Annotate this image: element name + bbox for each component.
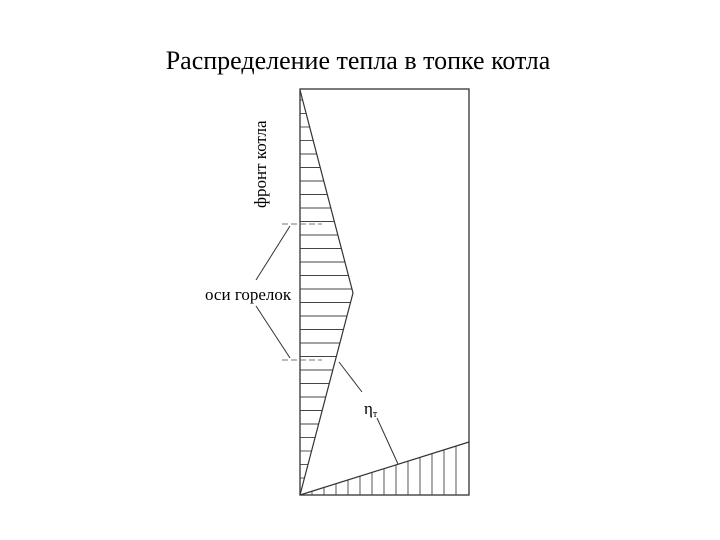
- eta-leader-lower: [376, 417, 399, 465]
- eta-symbol: η: [364, 399, 373, 418]
- bottom-profile-hatching: [311, 446, 457, 495]
- burner-axes-label: оси горелок: [205, 285, 292, 304]
- eta-label: ηт: [364, 399, 378, 420]
- front-label: фронт котла: [251, 120, 270, 208]
- furnace-outline: [299, 88, 470, 496]
- eta-leader-upper: [338, 361, 363, 393]
- leader-line-upper: [255, 225, 291, 281]
- leader-line-lower: [255, 305, 291, 359]
- bottom-profile-line: [299, 441, 470, 496]
- eta-subscript: т: [373, 409, 378, 420]
- heat-profile-curve: [299, 89, 354, 496]
- heat-profile-hatching: [300, 99, 352, 492]
- slide-title: Распределение тепла в топке котла: [165, 46, 551, 75]
